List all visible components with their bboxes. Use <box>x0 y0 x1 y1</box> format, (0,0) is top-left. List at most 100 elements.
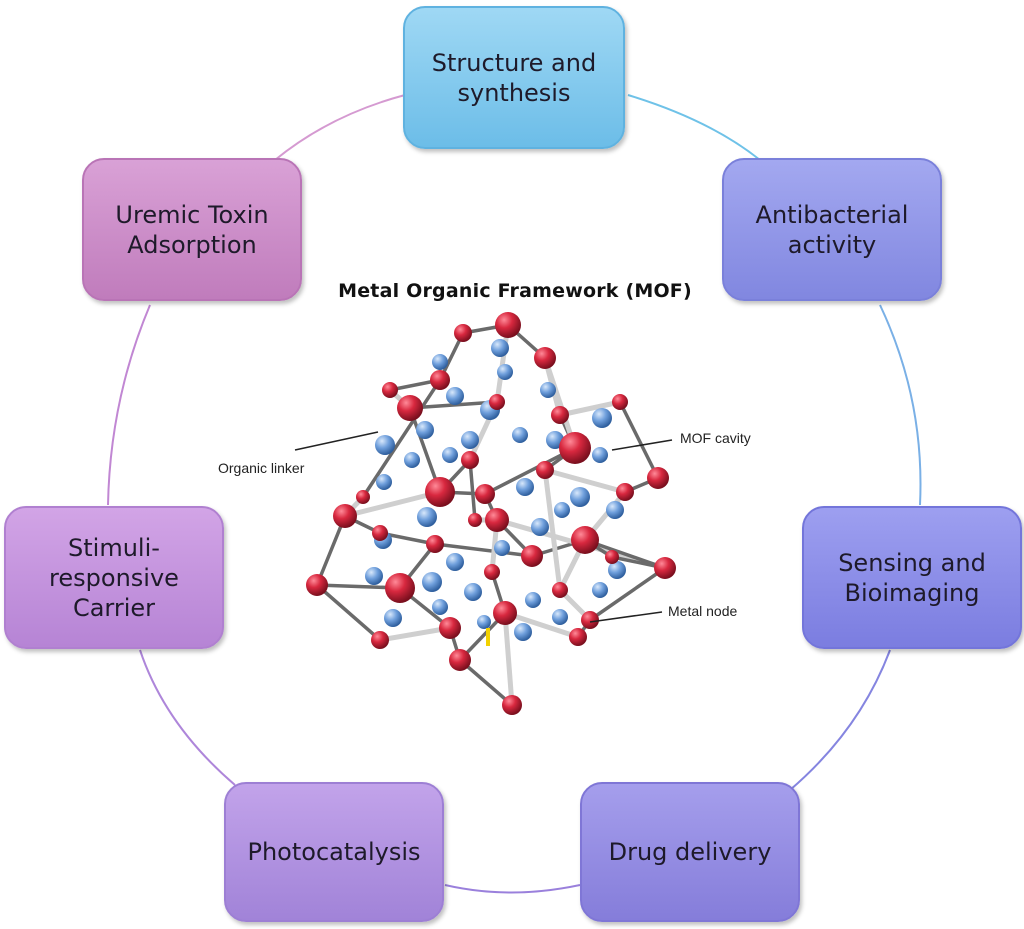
linker-sphere <box>552 609 568 625</box>
node-sensing-bioimaging: Sensing and Bioimaging <box>802 506 1022 649</box>
linker-sphere <box>516 478 534 496</box>
node-antibacterial: Antibacterial activity <box>722 158 942 301</box>
ring-arc-sensing-drug <box>789 649 891 791</box>
metal-node-sphere <box>425 477 455 507</box>
linker-bond <box>542 467 563 593</box>
linker-bond <box>583 538 667 570</box>
organic-linker-label: Organic linker <box>218 460 305 476</box>
linker-sphere <box>494 540 510 556</box>
metal-node-sphere <box>485 508 509 532</box>
metal-node-sphere <box>495 312 521 338</box>
linker-sphere <box>554 502 570 518</box>
node-stimuli-responsive: Stimuli- responsive Carrier <box>4 506 224 649</box>
linker-bond <box>433 542 534 558</box>
mof-cavity-label: MOF cavity <box>680 430 751 446</box>
linker-sphere <box>442 447 458 463</box>
metal-node-sphere <box>521 545 543 567</box>
metal-node-sphere <box>493 601 517 625</box>
linker-bond <box>483 446 577 496</box>
linker-sphere <box>570 487 590 507</box>
node-structure-synthesis: Structure and synthesis <box>403 6 625 149</box>
metal-node-sphere <box>581 611 599 629</box>
ring-arc-structure-antibacterial <box>627 94 761 161</box>
linker-sphere <box>365 567 383 585</box>
ring-arc-uremic-structure <box>274 94 406 161</box>
linker-sphere <box>446 553 464 571</box>
organic-linker-pointer <box>294 431 379 451</box>
metal-node-sphere <box>502 695 522 715</box>
metal-node-sphere <box>534 347 556 369</box>
callout-lines <box>294 431 673 623</box>
node-stimuli-label: Stimuli- responsive Carrier <box>49 533 179 622</box>
linker-sphere <box>608 561 626 579</box>
metal-node-sphere <box>382 382 398 398</box>
metal-node-sphere <box>385 573 415 603</box>
node-photocatalysis: Photocatalysis <box>224 782 444 922</box>
metal-node-sphere <box>356 490 370 504</box>
linker-bond <box>468 458 477 522</box>
linker-sphere <box>416 421 434 439</box>
linker-sphere <box>432 354 448 370</box>
linker-bond <box>458 658 514 707</box>
metal-node-sphere <box>489 394 505 410</box>
linker-bond <box>502 610 515 708</box>
metal-node-sphere <box>571 526 599 554</box>
linker-bond <box>542 467 628 495</box>
metal-node-sphere <box>372 525 388 541</box>
cycle-ring <box>107 94 922 894</box>
linker-sphere <box>592 447 608 463</box>
ring-arc-antibacterial-sensing <box>879 304 922 506</box>
linker-sphere <box>384 609 402 627</box>
linker-sphere <box>464 583 482 601</box>
metal-node-pointer <box>589 611 663 623</box>
linker-sphere <box>606 501 624 519</box>
linker-sphere <box>491 339 509 357</box>
metal-node-sphere <box>647 467 669 489</box>
linker-bond <box>588 566 667 622</box>
node-drug-delivery: Drug delivery <box>580 782 800 922</box>
node-drug-label: Drug delivery <box>608 838 772 866</box>
linker-sphere <box>404 452 420 468</box>
metal-node-sphere <box>461 451 479 469</box>
metal-node-sphere <box>468 513 482 527</box>
linker-bond <box>315 583 382 642</box>
metal-node-sphere <box>454 324 472 342</box>
linker-sphere <box>446 387 464 405</box>
linker-sphere <box>432 599 448 615</box>
metal-node-sphere <box>536 461 554 479</box>
linker-bond <box>408 400 499 410</box>
node-uremic-toxin: Uremic Toxin Adsorption <box>82 158 302 301</box>
linker-sphere <box>477 615 491 629</box>
metal-node-sphere <box>333 504 357 528</box>
metal-node-sphere <box>439 617 461 639</box>
linker-bond <box>618 400 660 480</box>
linker-sphere <box>540 382 556 398</box>
linker-bond <box>315 514 347 587</box>
metal-node-sphere <box>475 484 495 504</box>
metal-node-label: Metal node <box>668 603 738 619</box>
metal-node-sphere <box>569 628 587 646</box>
metal-node-sphere <box>551 406 569 424</box>
metal-node-sphere <box>371 631 389 649</box>
node-uremic-label: Uremic Toxin Adsorption <box>115 200 269 259</box>
linker-bond <box>361 378 442 499</box>
mof-cavity-pointer <box>611 439 673 451</box>
linker-sphere <box>375 435 395 455</box>
metal-node-sphere <box>430 370 450 390</box>
linker-sphere <box>592 408 612 428</box>
linker-bond <box>377 625 453 643</box>
linker-sphere <box>376 474 392 490</box>
linker-sphere <box>531 518 549 536</box>
metal-node-sphere <box>426 535 444 553</box>
linker-bond <box>557 399 623 418</box>
metal-node-sphere <box>654 557 676 579</box>
linker-bond <box>502 610 581 640</box>
metal-node-sphere <box>397 395 423 421</box>
metal-node-sphere <box>306 574 328 596</box>
linker-sphere <box>512 427 528 443</box>
metal-node-sphere <box>605 550 619 564</box>
diagram-title: Metal Organic Framework (MOF) <box>338 280 692 302</box>
metal-node-sphere <box>616 483 634 501</box>
node-antibacterial-label: Antibacterial activity <box>755 200 909 259</box>
